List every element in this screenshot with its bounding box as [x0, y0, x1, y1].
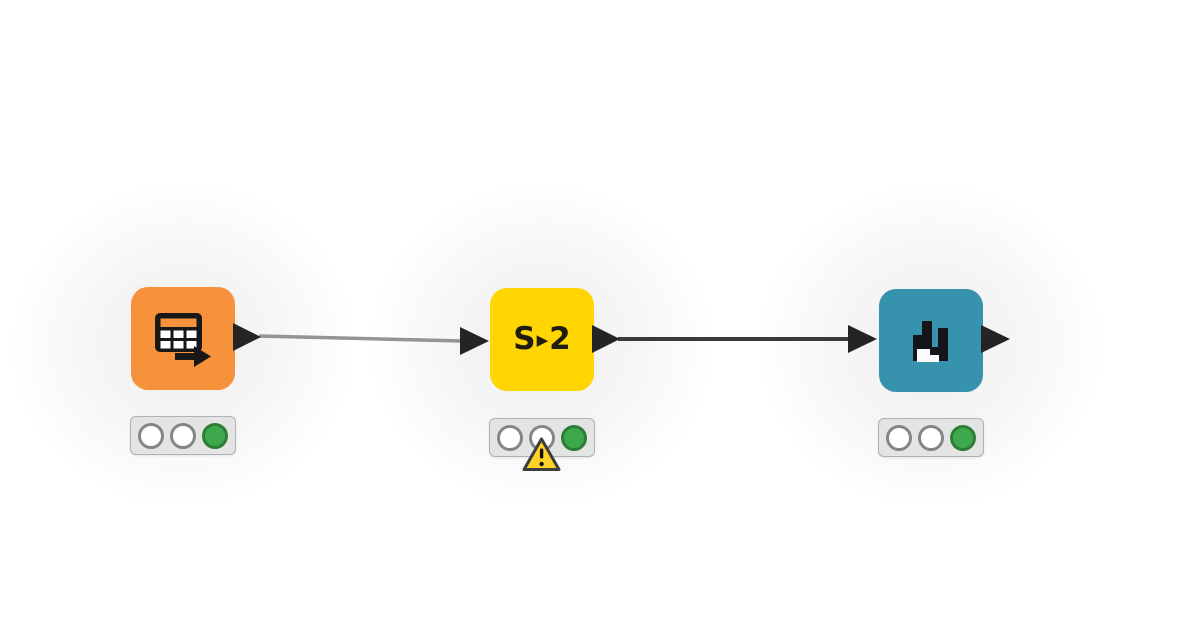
node2-input-port[interactable]	[460, 327, 489, 355]
status-light-red	[886, 424, 912, 451]
status-light-yellow	[529, 424, 555, 451]
icon-arrow-glyph: ▶	[536, 331, 549, 349]
workflow-node-string-to-number[interactable]: S ▶ 2	[490, 288, 594, 391]
warning-icon	[521, 436, 562, 477]
icon-text-right: 2	[549, 321, 571, 357]
status-light-yellow	[170, 422, 196, 449]
icon-text-left: S	[513, 321, 536, 357]
node1-output-port[interactable]	[233, 323, 261, 351]
node3-output-port[interactable]	[981, 325, 1010, 353]
workflow-node-bar-chart[interactable]	[879, 289, 983, 392]
bar-chart-icon	[913, 320, 948, 362]
string-to-number-icon: S ▶ 2	[513, 324, 570, 355]
status-light-green	[950, 424, 976, 451]
status-light-green	[202, 422, 228, 449]
node2-output-port[interactable]	[592, 325, 620, 353]
node-status-traffic-light	[130, 416, 236, 455]
node-status-traffic-light	[878, 418, 984, 457]
node3-input-port[interactable]	[848, 325, 877, 353]
status-light-red	[497, 424, 523, 451]
status-light-green	[561, 424, 587, 451]
workflow-node-table-creator[interactable]	[131, 287, 235, 390]
status-light-red	[138, 422, 164, 449]
connection-node1-node2[interactable]	[258, 334, 463, 343]
table-with-arrow-icon	[155, 312, 211, 367]
status-light-yellow	[918, 424, 944, 451]
node-status-traffic-light	[489, 418, 595, 457]
